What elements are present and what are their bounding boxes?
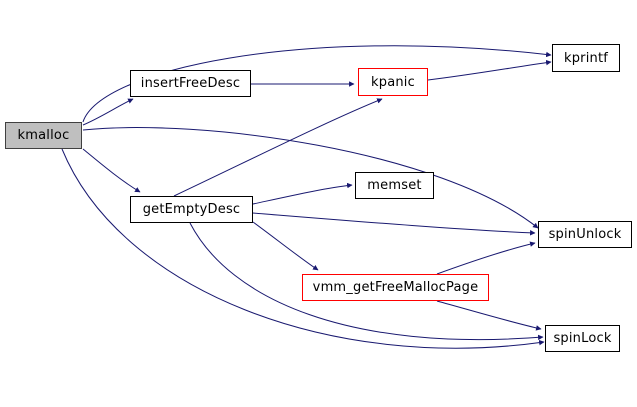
- graph-edge-kmalloc-to-getEmptyDesc: [82, 148, 141, 193]
- graph-node-label: spinLock: [553, 331, 612, 346]
- graph-node-insertFreeDesc[interactable]: insertFreeDesc: [130, 70, 251, 97]
- graph-node-spinLock[interactable]: spinLock: [545, 325, 620, 352]
- graph-node-label: kprintf: [563, 50, 609, 66]
- graph-node-spinUnlock[interactable]: spinUnlock: [538, 221, 632, 248]
- graph-node-label: kpanic: [371, 74, 415, 90]
- graph-node-label: spinUnlock: [548, 227, 622, 242]
- graph-edge-kmalloc-to-spinUnlock: [82, 127, 539, 229]
- graph-edge-getEmptyDesc-to-memset: [252, 182, 353, 205]
- graph-node-vmm_getFreeMallocPage[interactable]: vmm_getFreeMallocPage: [302, 274, 489, 301]
- graph-node-kpanic[interactable]: kpanic: [358, 68, 428, 96]
- graph-node-label: getEmptyDesc: [142, 202, 241, 217]
- graph-edge-getEmptyDesc-to-kpanic: [173, 98, 383, 197]
- graph-node-label: kmalloc: [17, 128, 70, 143]
- graph-edge-kmalloc-to-insertFreeDesc: [82, 98, 134, 126]
- graph-node-kmalloc[interactable]: kmalloc: [5, 122, 82, 149]
- graph-edge-kpanic-to-kprintf: [427, 59, 552, 81]
- graph-node-label: insertFreeDesc: [140, 76, 241, 91]
- graph-node-kprintf[interactable]: kprintf: [552, 44, 620, 72]
- graph-edge-vmm_getFreeMallocPage-to-spinUnlock: [436, 241, 536, 275]
- edge-group: [61, 45, 552, 349]
- graph-node-label: vmm_getFreeMallocPage: [312, 280, 479, 295]
- graph-edge-getEmptyDesc-to-spinUnlock: [252, 212, 536, 236]
- graph-edge-getEmptyDesc-to-spinLock: [189, 222, 544, 341]
- graph-edge-kmalloc-to-spinLock: [61, 148, 545, 349]
- graph-node-label: memset: [367, 178, 422, 193]
- graph-node-memset[interactable]: memset: [355, 172, 434, 199]
- graph-node-getEmptyDesc[interactable]: getEmptyDesc: [130, 196, 253, 223]
- graph-edge-kmalloc-to-kprintf: [82, 45, 552, 123]
- graph-edge-getEmptyDesc-to-vmm_getFreeMallocPage: [252, 221, 319, 271]
- graph-edge-vmm_getFreeMallocPage-to-spinLock: [436, 300, 542, 331]
